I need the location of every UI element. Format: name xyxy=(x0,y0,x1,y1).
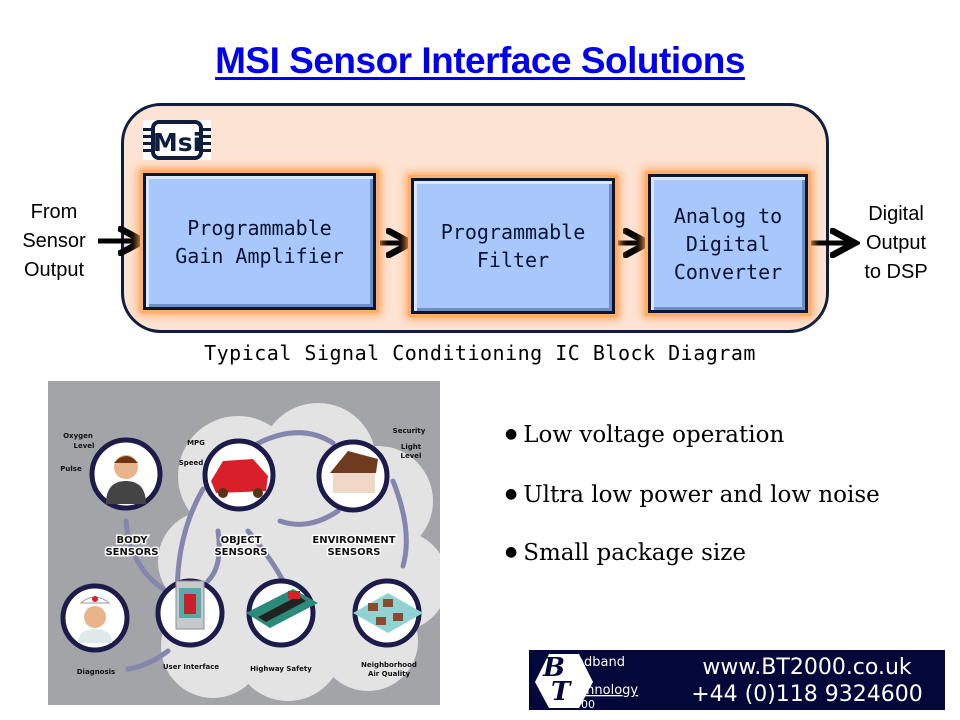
callout-oxygen-level: Level xyxy=(74,442,95,450)
object-sensor-icon xyxy=(202,438,276,512)
callout-pulse: Pulse xyxy=(60,465,82,473)
msi-logo-text: Msi xyxy=(153,128,201,157)
adc-block: Analog to Digital Converter xyxy=(648,174,808,313)
pga-block: Programmable Gain Amplifier xyxy=(143,173,376,310)
category-body-2: SENSORS xyxy=(105,547,158,558)
callout-light: Light xyxy=(401,443,422,451)
category-object-2: SENSORS xyxy=(214,547,267,558)
flow-arrows xyxy=(123,430,409,672)
svg-text:roadband: roadband xyxy=(563,655,625,670)
highway-safety-icon xyxy=(246,578,318,648)
bt2000-logo: B roadband T echnology 2000 xyxy=(535,653,638,710)
feature-item: ●Ultra low power and low noise xyxy=(505,482,880,508)
msi-logo: Msi xyxy=(143,120,211,160)
slide-title: MSI Sensor Interface Solutions xyxy=(215,40,745,81)
website-link[interactable]: www.BT2000.co.uk xyxy=(702,655,912,680)
category-environment-2: SENSORS xyxy=(327,547,380,558)
phone-number: +44 (0)118 9324600 xyxy=(691,682,923,707)
user-interface-icon xyxy=(155,578,225,648)
output-label: Digital Output to DSP xyxy=(864,203,928,283)
output-neighborhood: Neighborhood xyxy=(361,661,417,669)
feature-item: ●Small package size xyxy=(505,540,747,566)
filter-block: Programmable Filter xyxy=(411,178,615,314)
body-sensor-icon xyxy=(89,437,163,511)
callout-oxygen: Oxygen xyxy=(63,432,93,440)
svg-text:T: T xyxy=(551,677,572,707)
sensor-infographic: Oxygen Level Pulse MPG Speed Security Li… xyxy=(48,381,440,705)
svg-text:2000: 2000 xyxy=(567,698,595,710)
bullet-icon: ● xyxy=(505,486,518,502)
svg-text:B: B xyxy=(542,653,565,683)
bullet-icon: ● xyxy=(505,544,518,560)
category-environment: ENVIRONMENT xyxy=(312,535,395,546)
output-highway-safety: Highway Safety xyxy=(250,665,312,673)
diagram-caption: Typical Signal Conditioning IC Block Dia… xyxy=(204,341,756,365)
callout-security: Security xyxy=(393,427,426,435)
feature-item: ●Low voltage operation xyxy=(505,422,785,448)
neighborhood-air-quality-icon xyxy=(352,578,423,648)
contact-banner xyxy=(529,650,945,710)
output-user-interface: User Interface xyxy=(163,663,220,671)
callout-light-level: Level xyxy=(401,452,422,460)
environment-sensor-icon xyxy=(316,439,390,513)
output-diagnosis: Diagnosis xyxy=(77,668,115,676)
callout-speed: Speed xyxy=(179,459,204,467)
svg-text:echnology: echnology xyxy=(571,683,638,698)
category-body: BODY xyxy=(117,535,149,546)
bullet-icon: ● xyxy=(505,426,518,442)
input-label: From Sensor Output xyxy=(22,201,86,281)
output-air-quality: Air Quality xyxy=(368,670,411,678)
diagnosis-icon xyxy=(60,583,130,653)
category-object: OBJECT xyxy=(221,535,262,546)
callout-mpg: MPG xyxy=(187,439,205,447)
